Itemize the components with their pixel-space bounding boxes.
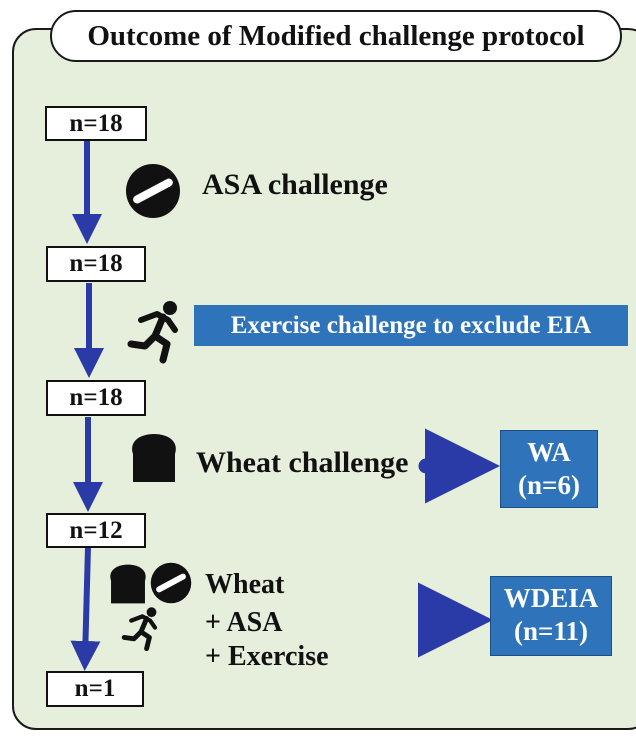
asa-challenge-label: ASA challenge (202, 168, 388, 201)
count-box-5: n=1 (46, 671, 144, 707)
runner-icon (121, 607, 158, 652)
bread-icon (110, 564, 146, 604)
wheat-challenge-label: Wheat challenge (196, 446, 409, 479)
count-box-3: n=18 (46, 380, 146, 416)
bread-icon (132, 434, 176, 482)
wdeia-outcome-title: WDEIA (503, 583, 599, 613)
exercise-challenge-label: Exercise challenge to exclude EIA (194, 305, 628, 346)
wdeia-outcome-box: WDEIA (n=11) (490, 576, 612, 656)
runner-icon (127, 301, 178, 364)
pill-icon (150, 562, 192, 604)
combined-line-wheat: Wheat (205, 569, 285, 600)
wa-outcome-box: WA (n=6) (500, 430, 598, 508)
count-box-4: n=12 (46, 513, 146, 548)
wa-outcome-count: (n=6) (518, 470, 580, 500)
diagram-title: Outcome of Modified challenge protocol (50, 10, 622, 62)
flow-arrow-4 (70, 546, 101, 671)
pill-icon (126, 164, 180, 218)
count-box-2: n=18 (46, 246, 146, 282)
combined-line-exercise: + Exercise (205, 641, 329, 672)
combined-line-asa: + ASA (205, 607, 283, 638)
wa-outcome-title: WA (527, 437, 571, 467)
count-box-1: n=18 (45, 106, 147, 141)
wdeia-outcome-count: (n=11) (514, 616, 588, 646)
